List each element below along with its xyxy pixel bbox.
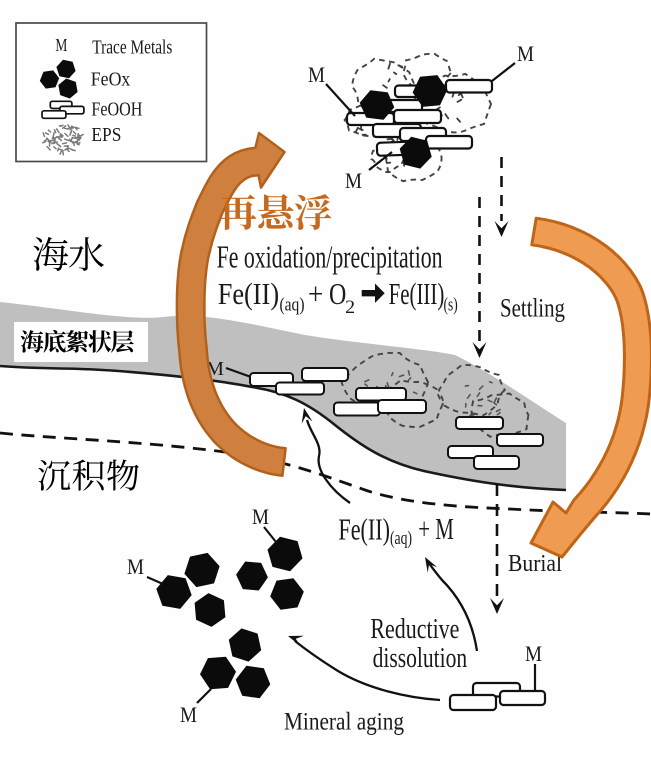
svg-text:2: 2 (345, 297, 355, 318)
svg-text:M: M (517, 41, 534, 66)
svg-text:Reductive: Reductive (370, 614, 459, 645)
svg-text:(aq): (aq) (280, 295, 305, 316)
svg-text:+: + (308, 276, 323, 311)
svg-text:EPS: EPS (91, 124, 121, 146)
svg-text:Fe(III): Fe(III) (389, 276, 445, 311)
svg-text:Burial: Burial (508, 551, 562, 577)
svg-text:M: M (308, 62, 325, 87)
svg-text:M: M (55, 35, 67, 55)
svg-text:(aq): (aq) (390, 528, 412, 549)
svg-text:M: M (345, 168, 362, 193)
svg-text:Fe(II): Fe(II) (218, 276, 279, 311)
svg-text:Fe oxidation/precipitation: Fe oxidation/precipitation (217, 238, 443, 274)
svg-text:M: M (127, 554, 144, 579)
svg-text:Mineral aging: Mineral aging (284, 709, 404, 736)
svg-text:Fe(II): Fe(II) (338, 512, 390, 547)
svg-text:M: M (252, 504, 269, 529)
svg-text:+ M: + M (418, 511, 454, 546)
svg-text:M: M (180, 702, 197, 727)
svg-text:Settling: Settling (500, 294, 565, 323)
svg-text:FeOx: FeOx (91, 69, 131, 91)
svg-text:M: M (525, 641, 542, 666)
svg-text:Trace Metals: Trace Metals (92, 37, 172, 59)
svg-text:FeOOH: FeOOH (91, 99, 142, 121)
svg-text:O: O (329, 276, 346, 311)
svg-text:dissolution: dissolution (373, 643, 468, 674)
svg-text:(s): (s) (444, 295, 458, 316)
